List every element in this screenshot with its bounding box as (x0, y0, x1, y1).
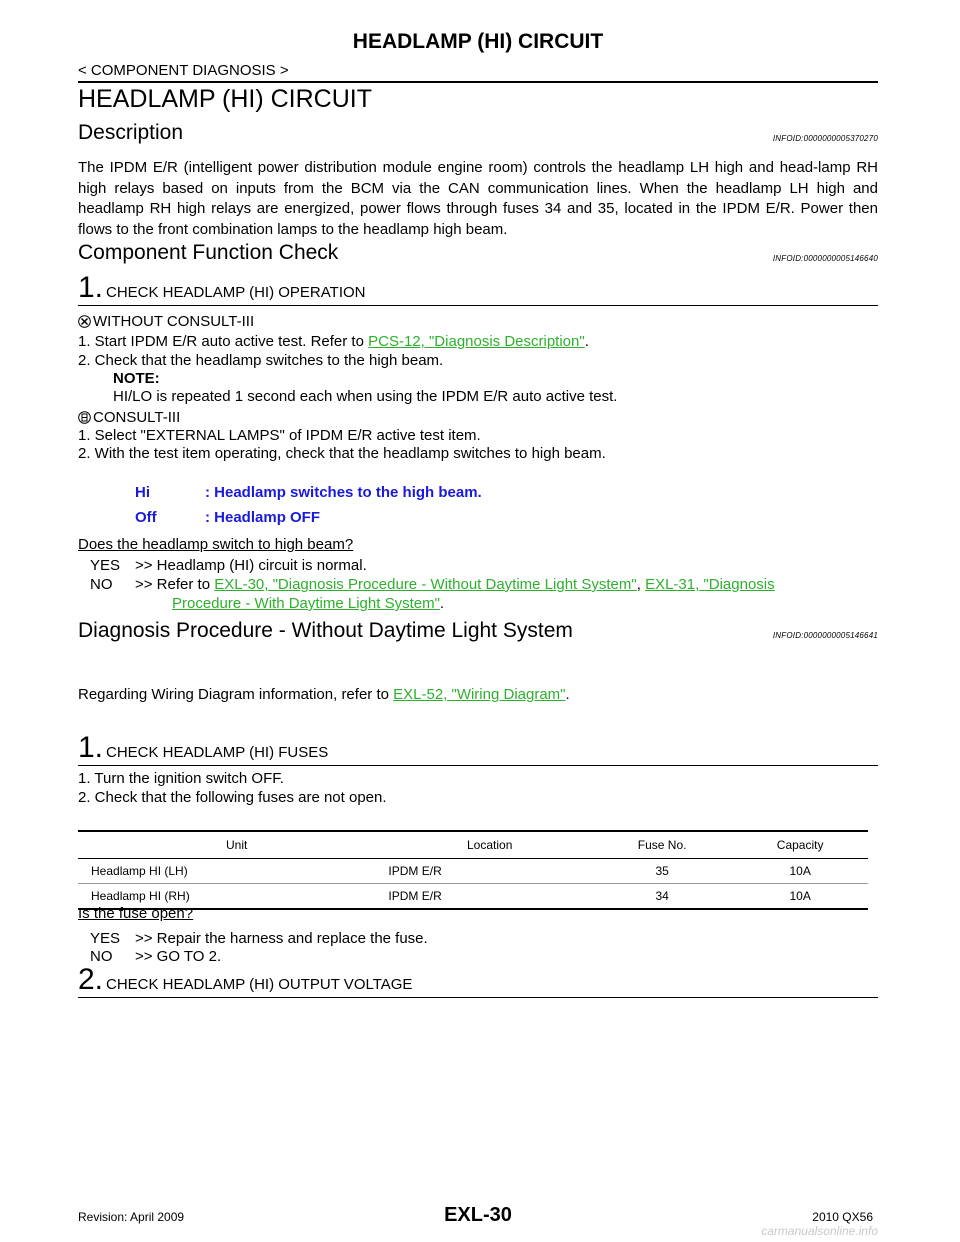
off-value: : Headlamp OFF (205, 509, 321, 526)
dp-yes-label: YES (90, 930, 121, 947)
cell-location: IPDM E/R (383, 858, 592, 884)
wiring-reference: Regarding Wiring Diagram information, re… (78, 686, 570, 703)
watermark: carmanualsonline.info (761, 1224, 878, 1238)
step-title: CHECK HEADLAMP (HI) OUTPUT VOLTAGE (106, 976, 413, 993)
fuse-table: Unit Location Fuse No. Capacity Headlamp… (78, 830, 868, 910)
without-consult-label: WITHOUT CONSULT-III (78, 313, 254, 330)
description-heading: Description (78, 121, 184, 144)
cell-unit: Headlamp HI (RH) (78, 883, 384, 910)
dp-step-line-1: 1. Turn the ignition switch OFF. (78, 770, 284, 787)
exl-31-link[interactable]: EXL-31, "Diagnosis (645, 576, 775, 593)
exl-52-link[interactable]: EXL-52, "Wiring Diagram" (393, 686, 566, 703)
table-row: Headlamp HI (LH) IPDM E/R 35 10A (78, 858, 868, 884)
hi-key: Hi (135, 484, 150, 501)
without-step-2: 2. Check that the headlamp switches to t… (78, 352, 444, 369)
cfc-step-1: 1. CHECK HEADLAMP (HI) OPERATION (78, 271, 878, 306)
off-key: Off (135, 509, 157, 526)
col-capacity: Capacity (732, 830, 868, 859)
pcs-12-link[interactable]: PCS-12, "Diagnosis Description" (368, 333, 585, 350)
cell-fuse-no: 34 (592, 883, 733, 910)
description-text: The IPDM E/R (intelligent power distribu… (78, 159, 878, 238)
cell-capacity: 10A (732, 883, 868, 910)
dp-no-text: >> GO TO 2. (135, 948, 222, 965)
dp-step-1: 1. CHECK HEADLAMP (HI) FUSES (78, 731, 878, 766)
cell-capacity: 10A (732, 858, 868, 884)
cell-fuse-no: 35 (592, 858, 733, 884)
col-fuse-no: Fuse No. (592, 830, 733, 859)
step-number: 2. (78, 963, 104, 996)
consult-text: CONSULT-III (93, 409, 181, 426)
col-location: Location (383, 830, 592, 859)
hi-value: : Headlamp switches to the high beam. (205, 484, 482, 501)
step-number: 1. (78, 271, 104, 304)
cfc-question: Does the headlamp switch to high beam? (78, 536, 354, 553)
cfc-no-text-cont: Procedure - With Daytime Light System". (172, 595, 445, 612)
consult-step-2: 2. With the test item operating, check t… (78, 445, 606, 462)
footer-page-number: EXL-30 (444, 1204, 512, 1226)
table-header-row: Unit Location Fuse No. Capacity (78, 830, 868, 859)
section-title: HEADLAMP (HI) CIRCUIT (78, 85, 373, 113)
without-step-1: 1. Start IPDM E/R auto active test. Refe… (78, 333, 589, 350)
footer-revision: Revision: April 2009 (78, 1210, 185, 1224)
step-title: CHECK HEADLAMP (HI) FUSES (106, 744, 329, 761)
dp-yes-text: >> Repair the harness and replace the fu… (135, 930, 428, 947)
cell-unit: Headlamp HI (LH) (78, 858, 384, 884)
description-infoid: INFOID:0000000005370270 (772, 134, 878, 143)
cfc-yes-label: YES (90, 557, 121, 574)
exl-30-link[interactable]: EXL-30, "Diagnosis Procedure - Without D… (214, 576, 637, 593)
dp-heading: Diagnosis Procedure - Without Daytime Li… (78, 619, 573, 642)
cfc-infoid: INFOID:0000000005146640 (772, 254, 878, 263)
note-text: HI/LO is repeated 1 second each when usi… (113, 388, 618, 405)
cfc-heading: Component Function Check (78, 241, 339, 264)
dp-step-2: 2. CHECK HEADLAMP (HI) OUTPUT VOLTAGE (78, 963, 878, 998)
dp-infoid: INFOID:0000000005146641 (772, 631, 878, 640)
consult-step-1: 1. Select "EXTERNAL LAMPS" of IPDM E/R a… (78, 427, 481, 444)
header-rule (78, 81, 878, 83)
cfc-no-text: >> Refer to EXL-30, "Diagnosis Procedure… (135, 576, 775, 593)
header-subtitle: < COMPONENT DIAGNOSIS > (78, 62, 289, 79)
consult-icon (78, 411, 91, 424)
footer-model: 2010 QX56 (812, 1210, 873, 1224)
dp-step-line-2: 2. Check that the following fuses are no… (78, 789, 387, 806)
dp-question: Is the fuse open? (78, 905, 194, 922)
col-unit: Unit (78, 830, 384, 859)
no-consult-icon (78, 315, 91, 328)
cell-location: IPDM E/R (383, 883, 592, 910)
header-title: HEADLAMP (HI) CIRCUIT (352, 30, 604, 53)
consult-label: CONSULT-III (78, 409, 180, 426)
step-title: CHECK HEADLAMP (HI) OPERATION (106, 284, 366, 301)
dp-no-label: NO (90, 948, 113, 965)
without-consult-text: WITHOUT CONSULT-III (93, 313, 255, 330)
step-number: 1. (78, 731, 104, 764)
manual-page: HEADLAMP (HI) CIRCUIT < COMPONENT DIAGNO… (78, 0, 878, 1242)
note-label: NOTE: (113, 370, 160, 387)
cfc-yes-text: >> Headlamp (HI) circuit is normal. (135, 557, 367, 574)
exl-31-link-cont[interactable]: Procedure - With Daytime Light System" (172, 595, 440, 612)
cfc-no-label: NO (90, 576, 113, 593)
table-row: Headlamp HI (RH) IPDM E/R 34 10A (78, 883, 868, 910)
